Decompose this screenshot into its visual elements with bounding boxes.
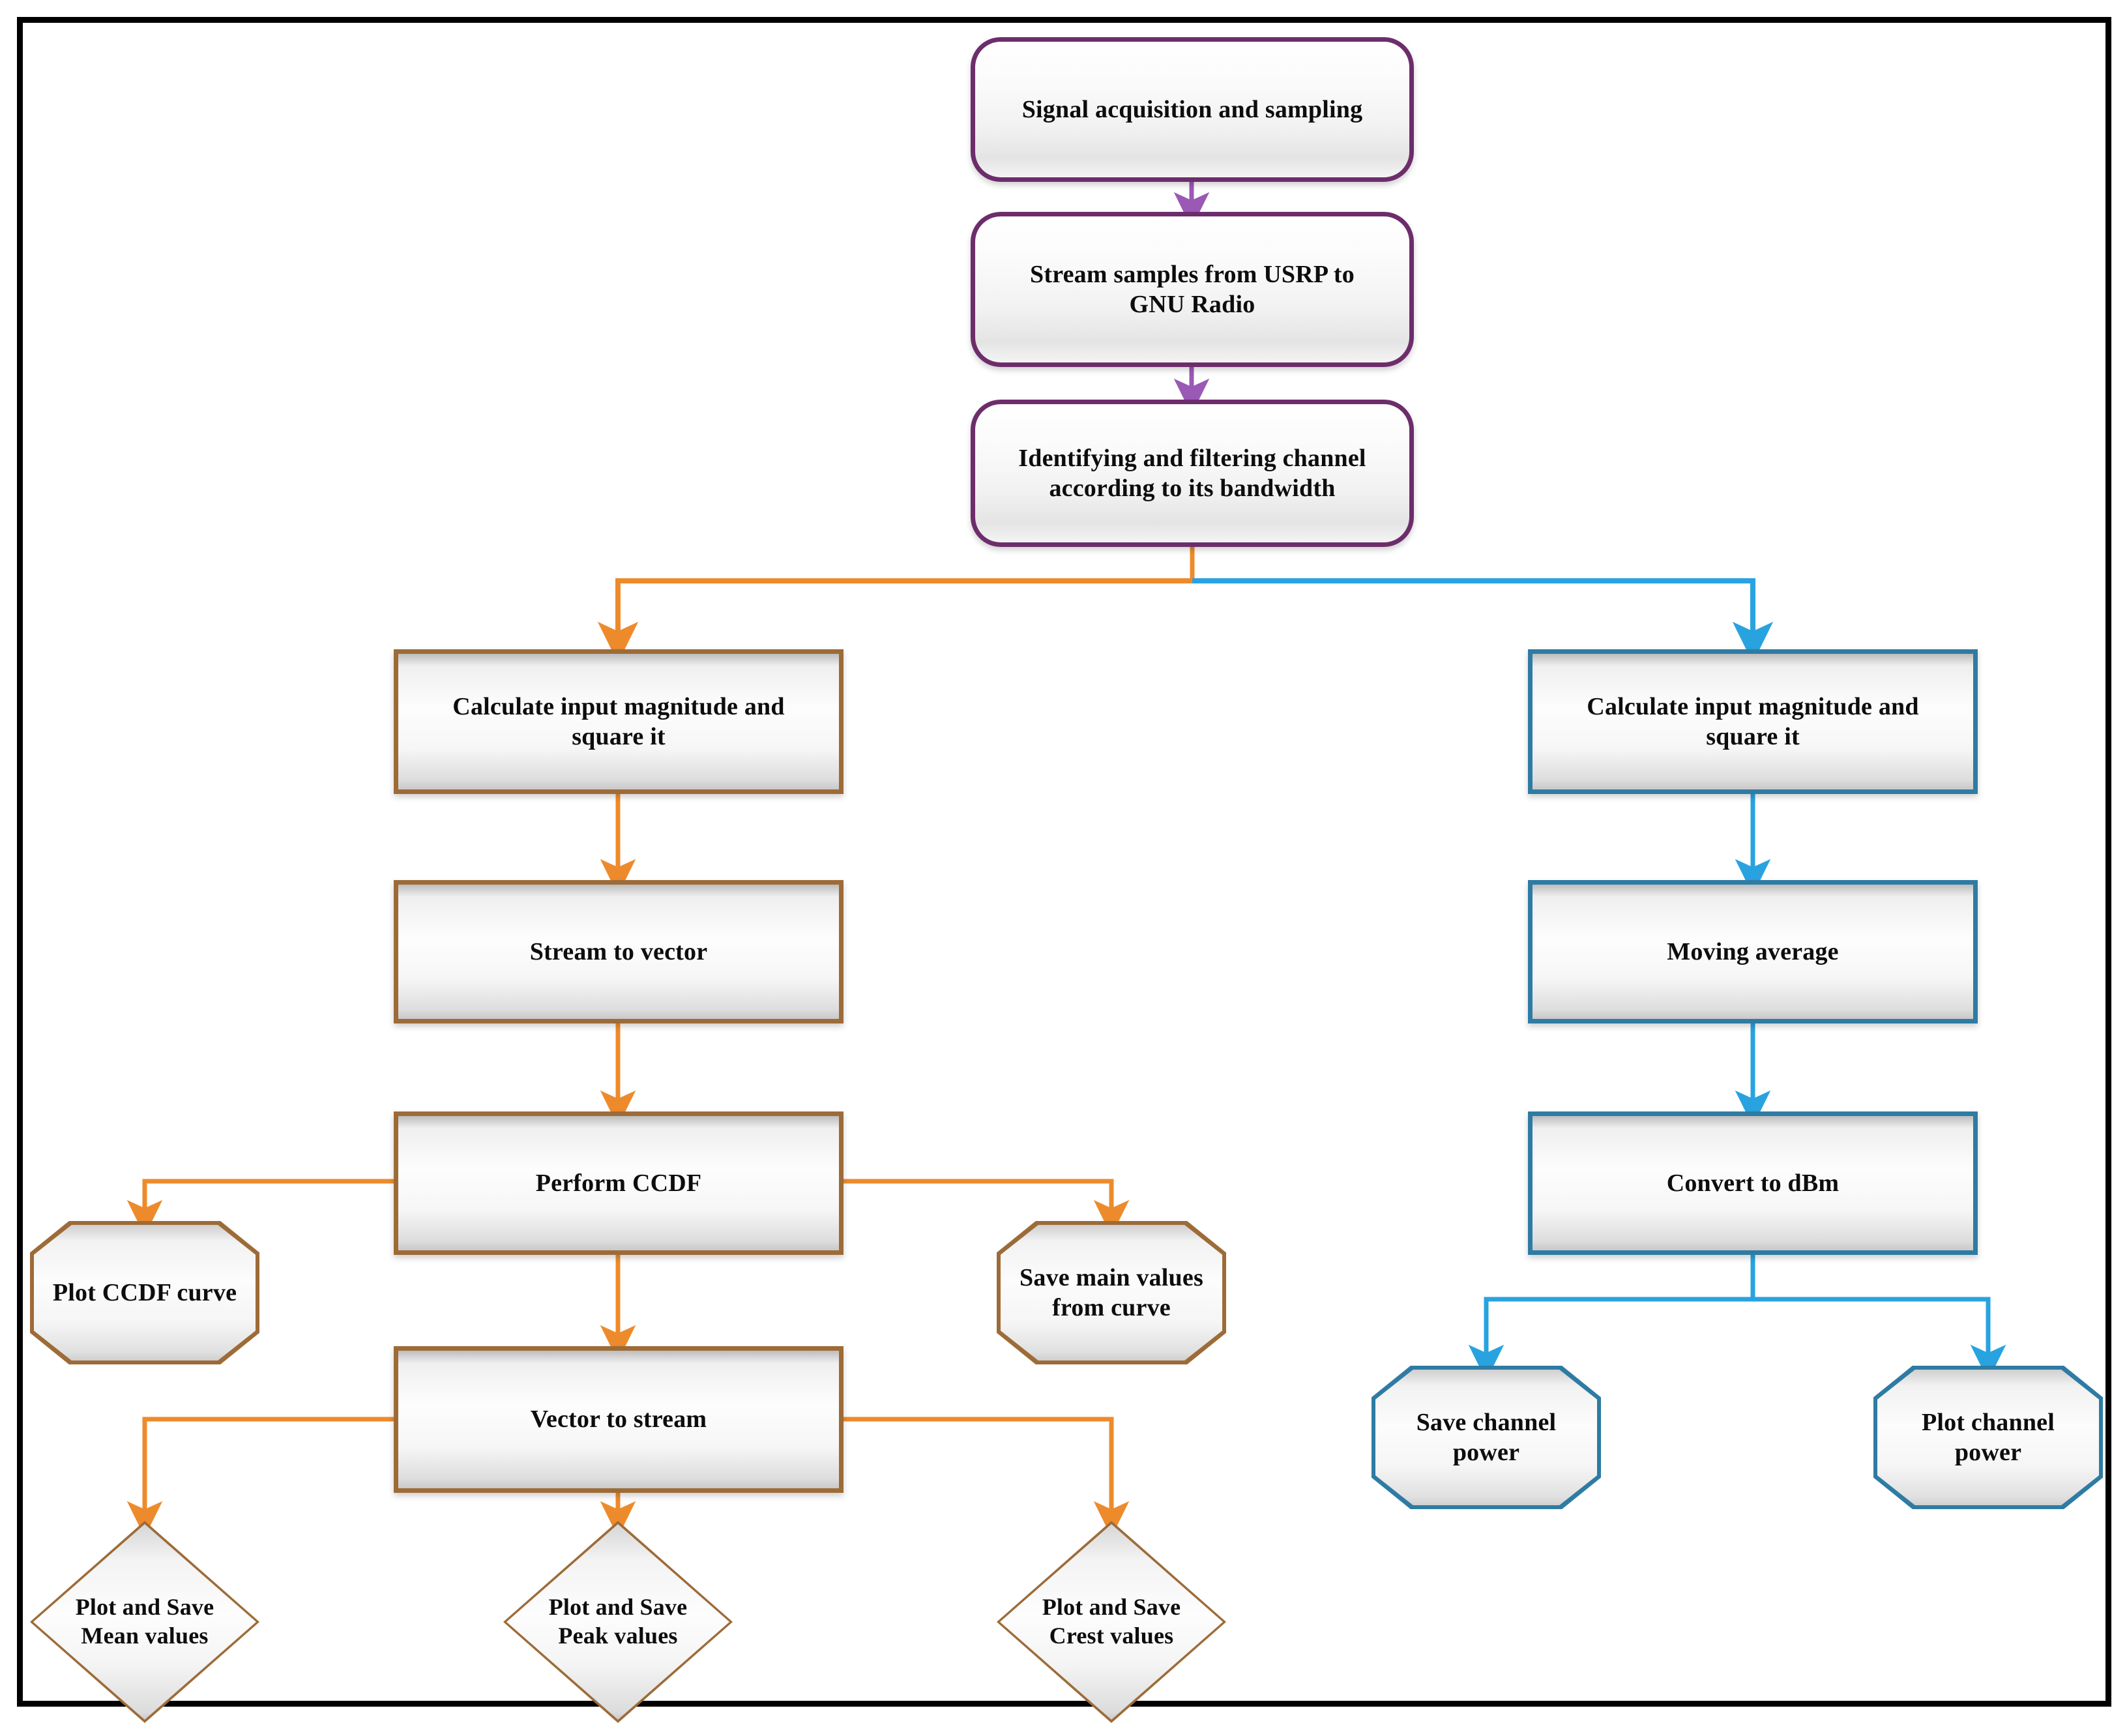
node-label: Plot and Save Peak values (542, 1593, 694, 1651)
node-label-line-2: GNU Radio (1129, 291, 1255, 318)
edge-vectorstream-to-crest (843, 1417, 1130, 1538)
node-label-line-1: Plot channel (1921, 1408, 2055, 1436)
node-label: Moving average (1667, 937, 1839, 965)
node-convert-to-dbm[interactable]: Convert to dBm (1528, 1111, 1978, 1255)
node-label: Stream samples from USRP to GNU Radio (1018, 259, 1366, 320)
node-label-line-2: according to its bandwidth (1049, 475, 1336, 502)
node-identify-filter[interactable]: Identifying and filtering channel accord… (971, 400, 1414, 547)
node-body: Plot and Save Crest values (1000, 1524, 1223, 1720)
node-label-line-2: Mean values (81, 1623, 209, 1649)
node-label-line-2: Peak values (558, 1623, 678, 1649)
node-label-line-2: square it (1706, 723, 1800, 750)
edge-ccdf-to-savemain (843, 1179, 1130, 1237)
node-moving-average[interactable]: Moving average (1528, 880, 1978, 1023)
node-label: Calculate input magnitude and square it (1575, 692, 1930, 752)
node-stream-to-vector[interactable]: Stream to vector (394, 880, 843, 1023)
node-label: Calculate input magnitude and square it (441, 692, 796, 752)
node-label: Plot and Save Mean values (69, 1593, 221, 1651)
node-label: Vector to stream (530, 1405, 707, 1434)
edge-dbm-to-plotpower (1753, 1297, 2006, 1381)
edge-dbm-to-savepower (1468, 1297, 1753, 1381)
node-label-line-1: Calculate input magnitude and (452, 692, 785, 720)
node-label: Plot and Save Crest values (1036, 1593, 1188, 1651)
node-label: Convert to dBm (1666, 1169, 1840, 1197)
node-label-line-2: power (1954, 1439, 2022, 1466)
edge-identify-to-right-branch (1192, 578, 1774, 664)
node-label-line-1: Plot and Save (1042, 1594, 1181, 1621)
node-label-line-1: Plot and Save (75, 1594, 214, 1621)
node-label-line-1: Stream samples from USRP to (1030, 260, 1355, 288)
node-label-line-1: Save channel (1416, 1408, 1557, 1436)
node-label: Save main values from curve (1008, 1263, 1215, 1323)
node-body: Plot and Save Peak values (506, 1524, 729, 1720)
node-label-line-1: Plot and Save (548, 1594, 688, 1621)
node-label: Plot CCDF curve (52, 1278, 237, 1306)
node-stream-samples[interactable]: Stream samples from USRP to GNU Radio (971, 212, 1414, 367)
edge-vectorstream-to-mean (126, 1417, 394, 1538)
node-plot-ccdf-curve[interactable]: Plot CCDF curve (30, 1221, 259, 1364)
node-label: Identifying and filtering channel accord… (1006, 443, 1377, 504)
node-label-line-1: Identifying and filtering channel (1018, 444, 1366, 472)
edge-identify-to-left-branch (597, 578, 1192, 664)
node-save-channel-power[interactable]: Save channel power (1372, 1366, 1601, 1509)
node-body: Save channel power (1375, 1370, 1597, 1505)
node-right-calculate-magnitude[interactable]: Calculate input magnitude and square it (1528, 649, 1978, 794)
node-body: Save main values from curve (1001, 1225, 1222, 1361)
node-label: Signal acquisition and sampling (1021, 95, 1363, 123)
node-label: Perform CCDF (535, 1169, 702, 1197)
node-label-line-2: from curve (1052, 1294, 1171, 1321)
node-label: Plot channel power (1910, 1407, 2066, 1468)
node-body: Plot CCDF curve (34, 1225, 256, 1361)
node-plot-save-peak[interactable]: Plot and Save Peak values (503, 1521, 733, 1723)
node-label-line-2: Crest values (1049, 1623, 1174, 1649)
node-label: Save channel power (1405, 1407, 1568, 1468)
node-label-line-2: square it (572, 723, 666, 750)
node-signal-acquisition[interactable]: Signal acquisition and sampling (971, 37, 1414, 182)
edge-ccdf-to-plotccdf (126, 1179, 394, 1237)
node-label: Stream to vector (529, 937, 708, 965)
node-vector-to-stream[interactable]: Vector to stream (394, 1346, 843, 1493)
node-perform-ccdf[interactable]: Perform CCDF (394, 1111, 843, 1255)
node-label-line-2: power (1452, 1439, 1520, 1466)
node-plot-save-mean[interactable]: Plot and Save Mean values (30, 1521, 259, 1723)
node-left-calculate-magnitude[interactable]: Calculate input magnitude and square it (394, 649, 843, 794)
node-plot-channel-power[interactable]: Plot channel power (1873, 1366, 2103, 1509)
node-label-line-1: Save main values (1019, 1263, 1203, 1291)
node-body: Plot channel power (1877, 1370, 2099, 1505)
node-plot-save-crest[interactable]: Plot and Save Crest values (997, 1521, 1226, 1723)
node-body: Plot and Save Mean values (33, 1524, 256, 1720)
node-label-line-1: Calculate input magnitude and (1587, 692, 1919, 720)
node-save-main-values[interactable]: Save main values from curve (997, 1221, 1226, 1364)
